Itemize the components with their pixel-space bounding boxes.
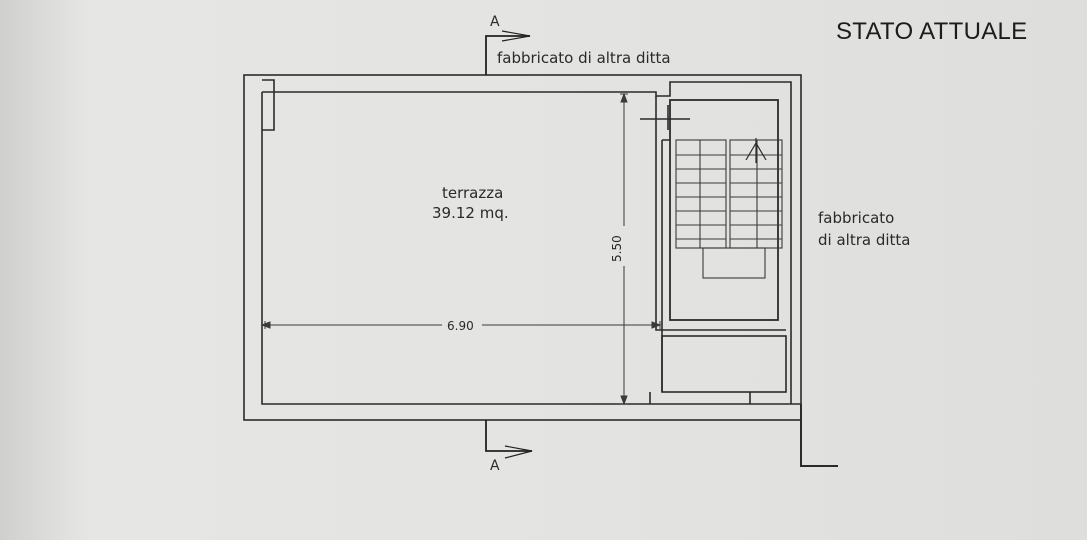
room-name-label: terrazza	[442, 184, 504, 202]
drawing-title: STATO ATTUALE	[836, 18, 1028, 45]
parapet-corner	[262, 79, 275, 131]
small-room	[661, 335, 787, 393]
dimension-height-label: 5.50	[610, 235, 624, 262]
neighbor-top-label: fabbricato di altra ditta	[497, 49, 671, 67]
section-marker-top	[485, 30, 531, 75]
inner-wall-top	[262, 81, 792, 404]
stair-arrow-icon	[745, 138, 767, 163]
section-letter-top: A	[490, 14, 500, 30]
neighbor-right-label-line2: di altra ditta	[818, 231, 911, 249]
section-letter-bottom: A	[490, 458, 500, 474]
neighbor-wall-right	[800, 404, 838, 467]
stair-flight	[675, 139, 783, 279]
room-area-label: 39.12 mq.	[432, 204, 509, 222]
door-mark	[640, 105, 690, 130]
dimension-width-label: 6.90	[447, 319, 474, 333]
stair-enclosure	[669, 99, 779, 321]
neighbor-right-label-line1: fabbricato	[818, 209, 895, 227]
section-marker-bottom	[485, 420, 533, 459]
small-room-threshold	[649, 392, 751, 404]
stair-wall-left	[655, 96, 786, 331]
stair-wall-detail	[661, 139, 670, 392]
dimension-lines	[260, 92, 662, 406]
outer-wall	[243, 74, 802, 421]
